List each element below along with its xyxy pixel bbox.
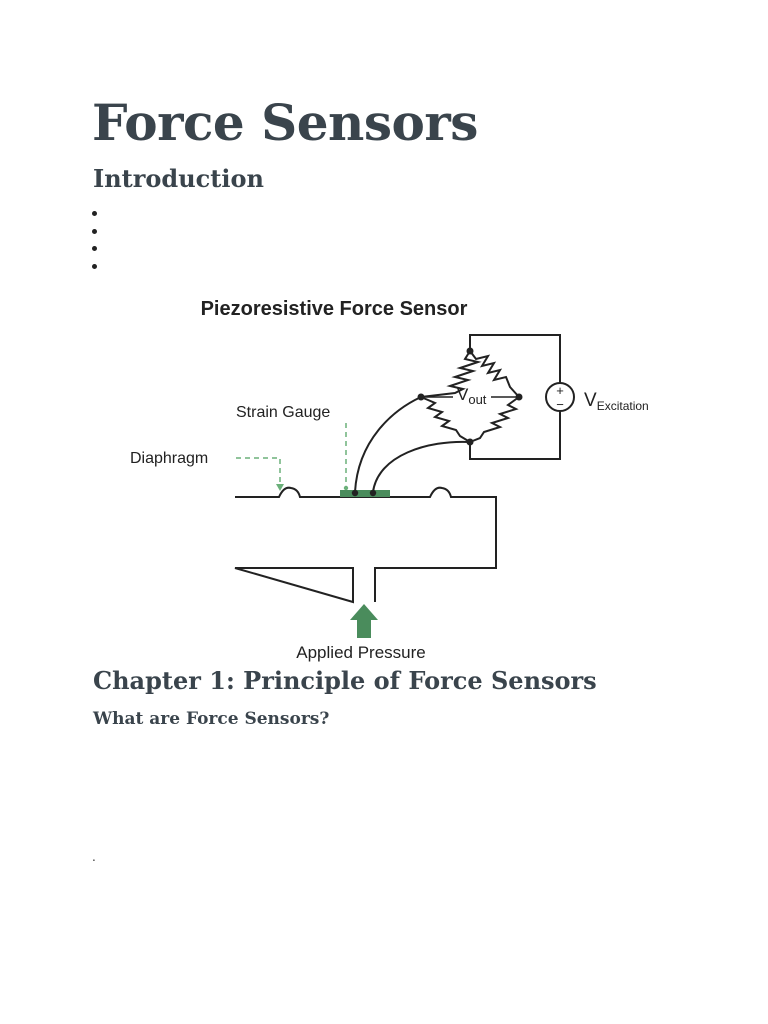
list-item [92, 259, 98, 277]
piezoresistive-sensor-diagram: Piezoresistive Force Sensor + − VExcitat… [108, 290, 668, 670]
list-item [92, 241, 98, 259]
vexcitation-label: VExcitation [584, 390, 649, 413]
bridge-node-right [515, 393, 523, 401]
diaphragm-leader [236, 457, 281, 486]
trailing-mark: . [92, 850, 96, 864]
bridge-resistor-upper-right [469, 350, 520, 398]
list-item [92, 224, 98, 242]
strain-gauge-label: Strain Gauge [236, 404, 330, 421]
applied-pressure-label: Applied Pressure [296, 643, 425, 662]
section-heading: What are Force Sensors? [93, 709, 330, 729]
bridge-node-top [466, 347, 474, 355]
gauge-wire-outer [354, 396, 422, 493]
intro-bullet-list [92, 206, 98, 276]
diaphragm-label: Diaphragm [130, 450, 208, 467]
chapter1-heading: Chapter 1: Principle of Force Sensors [93, 666, 597, 695]
voltage-source-icon [545, 382, 575, 412]
gauge-contact-left [351, 489, 359, 497]
page-title: Force Sensors [92, 93, 478, 152]
vout-sub: out [468, 392, 486, 407]
vexcitation-sub: Excitation [597, 399, 649, 413]
list-item [92, 206, 98, 224]
bridge-resistor-upper-left [420, 350, 482, 398]
strain-gauge-leader-dot [343, 485, 349, 491]
diagram-svg: Piezoresistive Force Sensor + − VExcitat… [130, 298, 649, 662]
intro-heading: Introduction [93, 164, 264, 193]
pressure-arrow-icon [350, 604, 378, 638]
vout-main: V [457, 385, 469, 404]
source-minus: − [556, 397, 564, 412]
excitation-wire [469, 334, 561, 383]
vexcitation-main: V [584, 390, 597, 411]
vout-label: Vout [457, 385, 487, 407]
bridge-resistor-lower-right [469, 396, 520, 443]
diaphragm-leader-arrow [276, 484, 284, 491]
bridge-resistor-lower-left [420, 396, 471, 443]
sensor-body [234, 486, 497, 604]
gauge-contact-right [369, 489, 377, 497]
source-plus: + [556, 383, 564, 398]
strain-gauge-element [340, 490, 390, 497]
diagram-title: Piezoresistive Force Sensor [201, 298, 468, 320]
gauge-wire-inner [372, 440, 471, 493]
excitation-return-wire [469, 411, 561, 460]
